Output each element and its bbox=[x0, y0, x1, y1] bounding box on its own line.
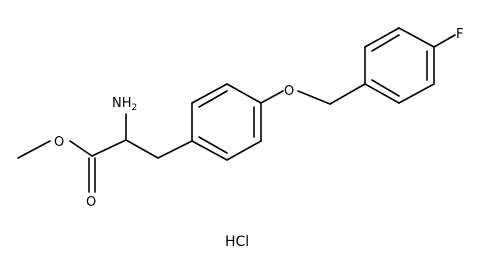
bond-carbonyl-alpha bbox=[91, 139, 127, 157]
ring-a-bond-5 bbox=[226, 140, 262, 161]
ring-a-bond-2 bbox=[191, 83, 228, 104]
bond-methyl-o bbox=[17, 140, 51, 159]
label-amine-text: NH bbox=[112, 96, 132, 111]
bond-ch2-ring bbox=[157, 140, 193, 159]
label-ester-oxygen: O bbox=[54, 135, 64, 150]
ring-a-bond-3 bbox=[226, 83, 262, 104]
bond-alpha-ch2 bbox=[125, 139, 159, 159]
label-ether-oxygen: O bbox=[284, 84, 294, 99]
ring-b-bond-6 bbox=[364, 83, 400, 104]
ring-b-bond-2 bbox=[364, 27, 400, 48]
label-amine: NH2 bbox=[112, 96, 137, 113]
ring-a-inner-3 bbox=[198, 136, 228, 154]
label-fluorine: F bbox=[456, 27, 463, 42]
label-amine-subscript: 2 bbox=[132, 103, 138, 113]
bond-ch2-ring-b bbox=[329, 83, 366, 105]
bond-o-carbonyl bbox=[69, 140, 93, 157]
ring-b-inner-3 bbox=[371, 79, 400, 97]
bond-ring-ether-o bbox=[260, 90, 284, 104]
ring-b-bond-3 bbox=[398, 27, 435, 48]
salt-label: HCl bbox=[225, 234, 249, 250]
bond-ether-o-ch2 bbox=[297, 90, 331, 105]
ring-a-inner-1 bbox=[198, 90, 228, 108]
ring-b-inner-1 bbox=[371, 34, 400, 52]
bond-ring-fluorine bbox=[433, 34, 456, 48]
ring-b-bond-5 bbox=[398, 83, 435, 104]
label-carbonyl-oxygen: O bbox=[86, 195, 96, 210]
ring-a-bond-6 bbox=[191, 140, 228, 161]
